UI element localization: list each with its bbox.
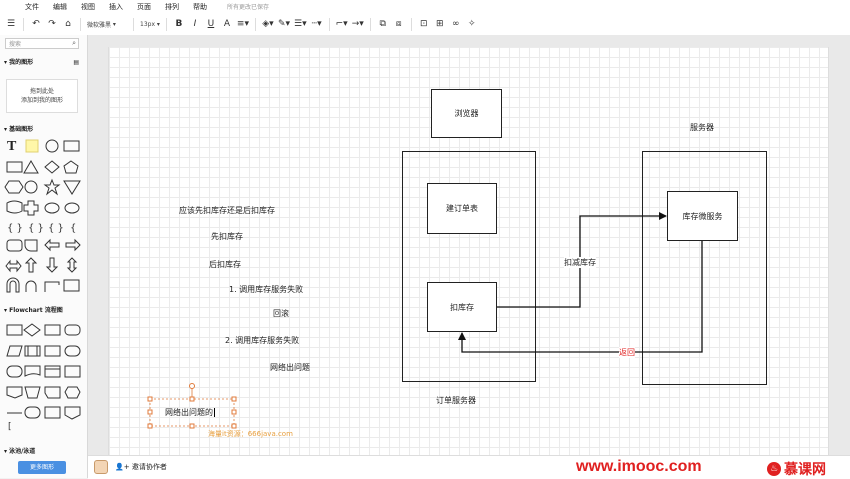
- menu-file[interactable]: 文件: [25, 2, 39, 11]
- svg-text:{ }: { }: [28, 223, 44, 234]
- shape-sidebar: 搜索 ⌕ ▾ 我的图形▤ 拖到此处 添加到我的图形 ▾ 基础图形 T: [0, 35, 88, 478]
- align-icon[interactable]: ≡▾: [236, 19, 249, 29]
- note-deduct-first[interactable]: 先扣库存: [211, 232, 243, 241]
- more-shapes-button[interactable]: 更多图形: [18, 461, 66, 474]
- basic-shapes-header[interactable]: ▾ 基础图形: [4, 126, 34, 133]
- note-question[interactable]: 应该先扣库存还是后扣库存: [179, 206, 275, 215]
- resize-handle-e[interactable]: [231, 409, 237, 415]
- search-icon[interactable]: ⌕: [72, 39, 76, 47]
- menu-insert[interactable]: 插入: [109, 2, 123, 11]
- line-color-icon[interactable]: ✎▾: [277, 19, 291, 29]
- resize-handle-s[interactable]: [189, 423, 195, 429]
- bold-button[interactable]: B: [175, 19, 183, 29]
- bottom-bar: 👤+ 邀请协作者 www.imooc.com ♨ 慕课网: [88, 455, 850, 479]
- magic-wand-icon[interactable]: ✧: [467, 19, 476, 29]
- basic-shapes-palette[interactable]: T { } { } { } {: [4, 138, 84, 298]
- text-color-button[interactable]: A: [223, 19, 230, 29]
- flame-icon: ♨: [767, 462, 781, 476]
- lock-icon[interactable]: ⊡: [419, 19, 428, 29]
- fill-color-icon[interactable]: ◈▾: [262, 19, 274, 29]
- svg-text:T: T: [7, 139, 17, 154]
- svg-text:[: [: [8, 422, 12, 431]
- invite-collaborator-button[interactable]: 👤+ 邀请协作者: [115, 463, 167, 471]
- browser-box[interactable]: 浏览器: [431, 89, 502, 138]
- order-server-container[interactable]: [402, 151, 536, 382]
- flowchart-header[interactable]: ▾ Flowchart 流程图: [4, 307, 63, 314]
- diagram-page[interactable]: [108, 47, 829, 455]
- menu-arrange[interactable]: 排列: [165, 2, 179, 11]
- resize-handle-w[interactable]: [147, 409, 153, 415]
- line-width-icon[interactable]: ☰▾: [294, 19, 307, 29]
- menu-toggle-icon[interactable]: ☰: [6, 19, 16, 29]
- order-server-label[interactable]: 订单服务器: [436, 396, 476, 405]
- svg-text:{ }: { }: [7, 223, 23, 234]
- menu-edit[interactable]: 编辑: [53, 2, 67, 11]
- imooc-site-watermark: www.imooc.com: [576, 458, 702, 475]
- resize-handle-se[interactable]: [231, 423, 237, 429]
- note-case-2[interactable]: 2. 调用库存服务失败: [225, 336, 300, 345]
- font-family-select[interactable]: 微软雅黑 ▾: [87, 20, 116, 29]
- shape-search-input[interactable]: 搜索 ⌕: [5, 38, 79, 49]
- flowchart-shapes-palette[interactable]: [: [4, 323, 84, 431]
- menu-view[interactable]: 视图: [81, 2, 95, 11]
- my-shapes-dropzone[interactable]: 拖到此处 添加到我的图形: [6, 79, 78, 113]
- server-container[interactable]: [642, 151, 767, 385]
- avatar[interactable]: [94, 460, 108, 474]
- add-user-icon: 👤+: [115, 463, 130, 471]
- create-order-box[interactable]: 建订单表: [427, 183, 497, 234]
- resize-handle-ne[interactable]: [231, 396, 237, 402]
- note-rollback[interactable]: 回滚: [273, 309, 289, 318]
- send-back-icon[interactable]: ⧈: [395, 19, 402, 29]
- rotate-handle[interactable]: [189, 383, 195, 389]
- svg-text:{ }: { }: [48, 223, 64, 234]
- redo-icon[interactable]: ↷: [48, 19, 56, 29]
- editing-text-box[interactable]: 网络出问题的: [165, 408, 215, 417]
- undo-icon[interactable]: ↶: [32, 19, 40, 29]
- save-status: 所有更改已保存: [227, 4, 270, 11]
- svg-text:{: {: [70, 223, 76, 234]
- link-icon[interactable]: ∞: [452, 19, 460, 29]
- stock-service-box[interactable]: 库存微服务: [667, 191, 738, 241]
- resize-handle-n[interactable]: [189, 396, 195, 402]
- group-icon[interactable]: ⊞: [435, 19, 444, 29]
- arrow-style-icon[interactable]: →▾: [351, 19, 364, 29]
- connector-style-icon[interactable]: ⌐▾: [335, 19, 348, 29]
- deduct-stock-box[interactable]: 扣库存: [427, 282, 497, 332]
- menu-help[interactable]: 帮助: [193, 2, 207, 11]
- note-deduct-later[interactable]: 后扣库存: [209, 260, 241, 269]
- menu-bar: 文件 编辑 视图 插入 页面 排列 帮助 所有更改已保存: [0, 0, 850, 13]
- italic-button[interactable]: I: [193, 19, 197, 29]
- text-cursor: [214, 408, 215, 417]
- resize-handle-sw[interactable]: [147, 423, 153, 429]
- underline-button[interactable]: U: [207, 19, 215, 29]
- note-case-1[interactable]: 1. 调用库存服务失败: [229, 285, 304, 294]
- swimlane-header[interactable]: ▾ 泳池/泳道: [4, 448, 36, 455]
- resize-handle-nw[interactable]: [147, 396, 153, 402]
- bring-front-icon[interactable]: ⧉: [379, 19, 386, 29]
- return-arrow-label[interactable]: 返回: [619, 347, 635, 358]
- font-size-select[interactable]: 13px ▾: [140, 20, 160, 28]
- my-shapes-header[interactable]: ▾ 我的图形▤: [0, 57, 87, 69]
- deduct-arrow-label[interactable]: 扣减库存: [564, 257, 596, 268]
- line-style-icon[interactable]: ┄▾: [311, 19, 322, 29]
- return-arrow[interactable]: [458, 241, 703, 353]
- menu-page[interactable]: 页面: [137, 2, 151, 11]
- imooc-logo: ♨ 慕课网: [767, 459, 826, 479]
- server-label[interactable]: 服务器: [690, 123, 714, 132]
- watermark: 海量it资源：666java.com: [208, 430, 293, 438]
- note-network[interactable]: 网络出问题: [270, 363, 310, 372]
- format-painter-icon[interactable]: ⌂: [65, 19, 71, 29]
- export-icon[interactable]: ▤: [73, 59, 79, 66]
